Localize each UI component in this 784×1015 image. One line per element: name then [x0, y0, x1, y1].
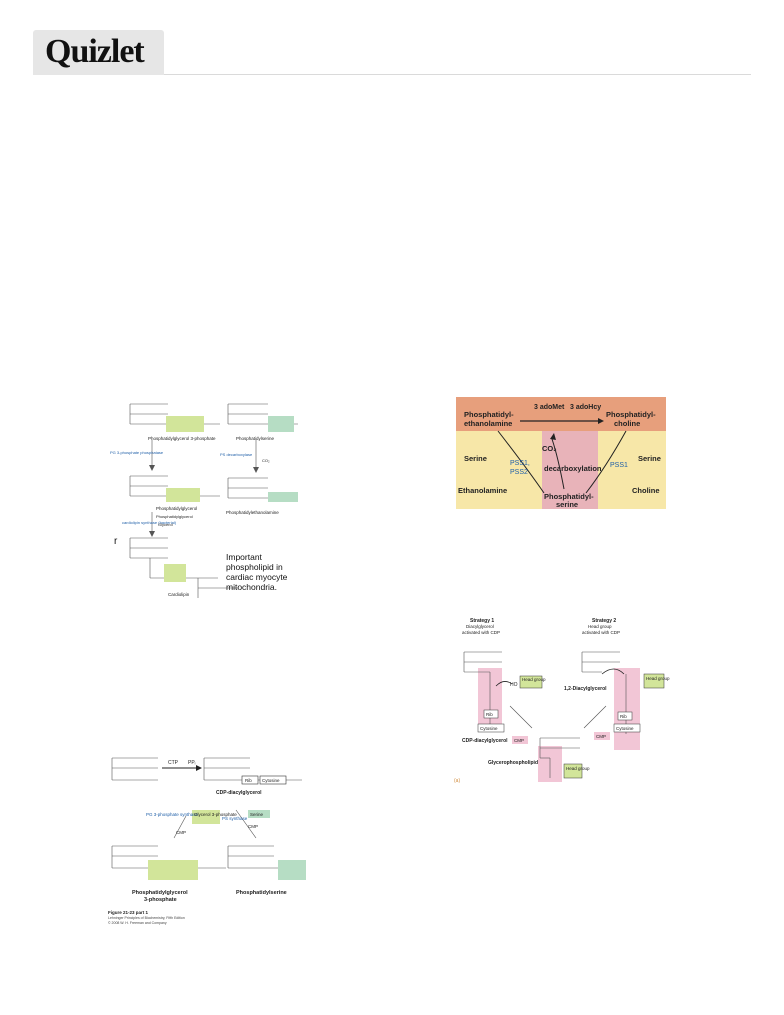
label-strategy1-sub2: activated with CDP: [462, 630, 500, 635]
figure-cdp-dag-pathway: CTP PPᵢ Rib Cytosine CDP-diacylglycerol …: [106, 748, 312, 928]
figure-ps-pe-pc-cycle: 3 adoMet 3 adoHcy Phosphatidyl- ethanola…: [456, 397, 666, 509]
label-cdp-dag: CDP-diacylglycerol: [216, 790, 262, 796]
label-head-group-bottom: Head group: [566, 766, 590, 771]
label-pss-left-1: PSS1,: [510, 460, 530, 467]
label-cytosine-right: Cytosine: [616, 726, 634, 731]
label-glycerol3p: Glycerol 3-phosphate: [194, 812, 237, 817]
label-decarboxylation: decarboxylation: [544, 464, 602, 473]
label-co2-fig1: CO₂: [262, 458, 270, 463]
label-ps-fig3: Phosphatidylserine: [236, 890, 287, 896]
label-serine-fig3: Serine: [250, 812, 264, 817]
label-cmp-right: CMP: [248, 824, 258, 829]
label-cmp-left: CMP: [176, 830, 186, 835]
label-pg3p: Phosphatidylglycerol 3-phosphate: [148, 436, 216, 441]
label-strategy1-sub1: Diacylglycerol: [466, 624, 494, 629]
label-cytosine: Cytosine: [262, 778, 280, 783]
label-cmp-left-fig4: CMP: [514, 738, 524, 743]
label-ps-line1: Phosphatidyl-: [544, 492, 594, 501]
label-co2-fig2: CO₂: [542, 444, 557, 453]
label-head-group-left: Head group: [522, 677, 546, 682]
label-adohcy: 3 adoHcy: [570, 404, 601, 411]
label-strategy2-sub2: activated with CDP: [582, 630, 620, 635]
label-pss-left-2: PSS2: [510, 469, 528, 476]
label-adomet: 3 adoMet: [534, 404, 565, 411]
label-strategy2-title: Strategy 2: [592, 618, 616, 624]
label-cytosine-left: Cytosine: [480, 726, 498, 731]
label-cmp-right-fig4: CMP: [596, 734, 606, 739]
figure-cdp-svg: CTP PPᵢ Rib Cytosine CDP-diacylglycerol …: [108, 757, 306, 925]
label-choline: Choline: [632, 486, 660, 495]
label-pss-right: PSS1: [610, 462, 628, 469]
note-line-1: Important: [226, 552, 263, 562]
label-pe-line2: ethanolamine: [464, 419, 512, 428]
label-serine-right: Serine: [638, 454, 661, 463]
label-glycerol: Glycerol: [158, 522, 173, 527]
label-cardiolipin: Cardiolipin: [168, 592, 190, 597]
figure-strategies-svg: Strategy 1 Diacylglycerol activated with…: [454, 618, 670, 784]
label-ethanolamine: Ethanolamine: [458, 486, 507, 495]
label-pg3p-synthase: PG 3-phosphate synthase: [146, 812, 199, 817]
label-ps-line2: serine: [556, 500, 578, 509]
label-rib-left: Rib: [486, 712, 493, 717]
header-divider: [164, 74, 751, 75]
label-pc-line1: Phosphatidyl-: [606, 410, 656, 419]
note-line-2: phospholipid in: [226, 562, 283, 572]
caption-line-3: © 2008 W. H. Freeman and Company: [108, 921, 167, 925]
caption-line-1: Figure 21-23 part 1: [108, 910, 149, 915]
label-pe: Phosphatidylethanolamine: [226, 510, 279, 515]
caption-line-2: Lehninger Principles of Biochemistry, Fi…: [108, 916, 185, 920]
label-pg: Phosphatidylglycerol: [156, 506, 197, 511]
label-ppi: PPᵢ: [188, 760, 196, 766]
label-strategy1-title: Strategy 1: [470, 618, 494, 624]
label-pg3p-line1: Phosphatidylglycerol: [132, 890, 188, 896]
logo-text: Quizlet: [45, 33, 145, 70]
label-glycerophospholipid: Glycerophospholipid: [488, 760, 538, 766]
figure-cardiolipin-pathway: Phosphatidylglycerol 3-phosphate Phospha…: [108, 386, 308, 604]
label-pg3p-line2: 3-phosphate: [144, 897, 177, 903]
figure-cardiolipin-svg: Phosphatidylglycerol 3-phosphate Phospha…: [110, 403, 298, 598]
label-ho: HO: [510, 682, 518, 688]
label-pg2: Phosphatidylglycerol: [156, 514, 193, 519]
quizlet-logo[interactable]: Quizlet: [33, 30, 164, 75]
label-ps: Phosphatidylserine: [236, 436, 275, 441]
stray-letter: r: [114, 536, 118, 547]
label-rib-right: Rib: [620, 714, 627, 719]
label-head-group-right: Head group: [646, 676, 670, 681]
label-ps-decarboxylase: PS decarboxylase: [220, 452, 253, 457]
label-dag: 1,2-Diacylglycerol: [564, 686, 607, 692]
label-pc-line2: choline: [614, 419, 640, 428]
label-mark: (a): [454, 778, 460, 784]
label-rib: Rib: [245, 778, 252, 783]
label-pgp-phosphatase: PG 3-phosphate phosphatase: [110, 450, 164, 455]
label-cdp-dag-fig4: CDP-diacylglycerol: [462, 738, 508, 744]
note-line-3: cardiac myocyte: [226, 572, 288, 582]
label-serine-left: Serine: [464, 454, 487, 463]
label-pe-line1: Phosphatidyl-: [464, 410, 514, 419]
figure-two-strategies: Strategy 1 Diacylglycerol activated with…: [452, 614, 682, 784]
note-line-4: mitochondria.: [226, 582, 277, 592]
label-cardiolipin-synthase: cardiolipin synthase (bacterial): [122, 520, 177, 525]
figure-cycle-svg: 3 adoMet 3 adoHcy Phosphatidyl- ethanola…: [456, 397, 666, 509]
label-ctp: CTP: [168, 760, 179, 766]
label-strategy2-sub1: Head group: [588, 624, 612, 629]
label-ps-synthase: PS synthase: [222, 816, 248, 821]
